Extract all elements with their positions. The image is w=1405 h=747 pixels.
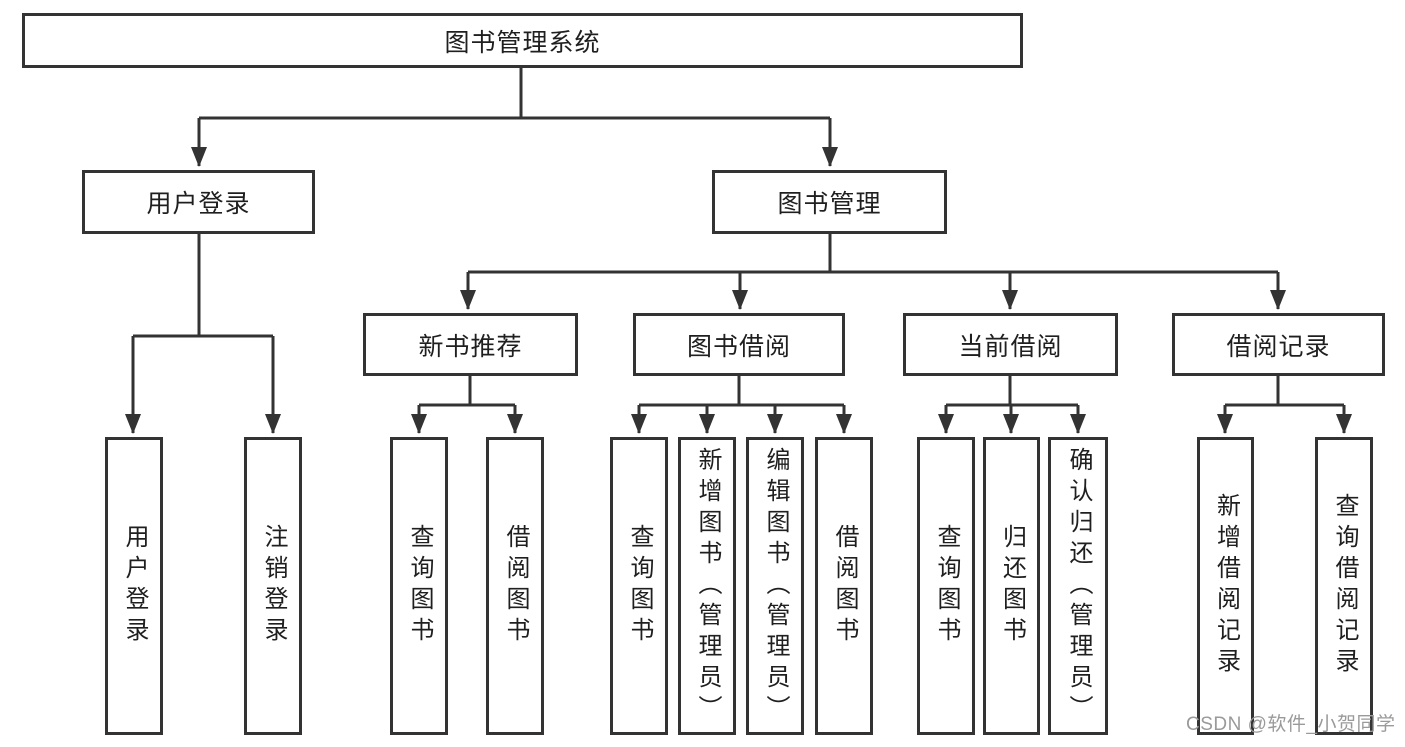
node-book-management: 图书管理 bbox=[712, 170, 947, 234]
wire-bb-trunk bbox=[639, 376, 844, 407]
node-borrow-records: 借阅记录 bbox=[1172, 313, 1385, 376]
node-user-login-label: 用户登录 bbox=[146, 190, 251, 218]
node-root-label: 图书管理系统 bbox=[444, 28, 601, 57]
node-leaf-logout-label: 注销登录 bbox=[260, 524, 287, 648]
node-leaf-nbr-borrow-books-label: 借阅图书 bbox=[502, 524, 529, 648]
node-leaf-nbr-query-books-label: 查询图书 bbox=[406, 524, 433, 648]
wire-root-trunk bbox=[199, 68, 830, 120]
node-leaf-bb-borrow-books: 借阅图书 bbox=[815, 437, 873, 735]
node-book-borrow-label: 图书借阅 bbox=[686, 332, 791, 361]
node-leaf-nbr-query-books: 查询图书 bbox=[390, 437, 448, 735]
wire-cb-trunk bbox=[946, 376, 1078, 407]
node-leaf-cb-query-books-label: 查询图书 bbox=[933, 524, 960, 648]
wire-book-management-trunk bbox=[468, 234, 1278, 274]
node-leaf-cb-return-books-label: 归还图书 bbox=[998, 524, 1026, 648]
node-leaf-br-add-record-label: 新增借阅记录 bbox=[1212, 493, 1240, 679]
csdn-watermark: CSDN @软件_小贺同学 bbox=[1186, 714, 1396, 735]
node-leaf-cb-confirm-return-admin-label: 确认归还（管理员） bbox=[1065, 446, 1092, 726]
node-book-management-label: 图书管理 bbox=[777, 190, 882, 218]
node-leaf-user-login-label: 用户登录 bbox=[121, 524, 148, 648]
node-leaf-cb-return-books: 归还图书 bbox=[983, 437, 1040, 735]
node-new-book-recommend-label: 新书推荐 bbox=[418, 332, 523, 361]
node-leaf-bb-query-books: 查询图书 bbox=[610, 437, 668, 735]
node-user-login: 用户登录 bbox=[82, 170, 315, 234]
node-current-borrow-label: 当前借阅 bbox=[958, 332, 1063, 361]
node-leaf-br-query-record-label: 查询借阅记录 bbox=[1331, 493, 1358, 679]
node-leaf-user-login: 用户登录 bbox=[105, 437, 163, 735]
node-new-book-recommend: 新书推荐 bbox=[363, 313, 578, 376]
node-leaf-bb-edit-books-admin: 编辑图书（管理员） bbox=[746, 437, 804, 735]
node-book-borrow: 图书借阅 bbox=[633, 313, 845, 376]
node-leaf-bb-borrow-books-label: 借阅图书 bbox=[831, 524, 858, 648]
wire-nbr-trunk bbox=[419, 376, 515, 407]
node-leaf-br-query-record: 查询借阅记录 bbox=[1315, 437, 1373, 735]
node-leaf-bb-add-books-admin-label: 新增图书（管理员） bbox=[694, 446, 721, 726]
node-leaf-br-add-record: 新增借阅记录 bbox=[1197, 437, 1254, 735]
node-current-borrow: 当前借阅 bbox=[903, 313, 1118, 376]
node-leaf-bb-edit-books-admin-label: 编辑图书（管理员） bbox=[762, 446, 789, 726]
node-root: 图书管理系统 bbox=[22, 13, 1023, 68]
node-leaf-nbr-borrow-books: 借阅图书 bbox=[486, 437, 544, 735]
wire-user-login-trunk bbox=[133, 234, 273, 338]
node-leaf-cb-confirm-return-admin: 确认归还（管理员） bbox=[1048, 437, 1108, 735]
node-leaf-bb-query-books-label: 查询图书 bbox=[626, 524, 653, 648]
node-leaf-logout: 注销登录 bbox=[244, 437, 302, 735]
node-leaf-cb-query-books: 查询图书 bbox=[917, 437, 975, 735]
wire-br-trunk bbox=[1225, 376, 1344, 407]
node-leaf-bb-add-books-admin: 新增图书（管理员） bbox=[678, 437, 736, 735]
node-borrow-records-label: 借阅记录 bbox=[1226, 332, 1331, 361]
